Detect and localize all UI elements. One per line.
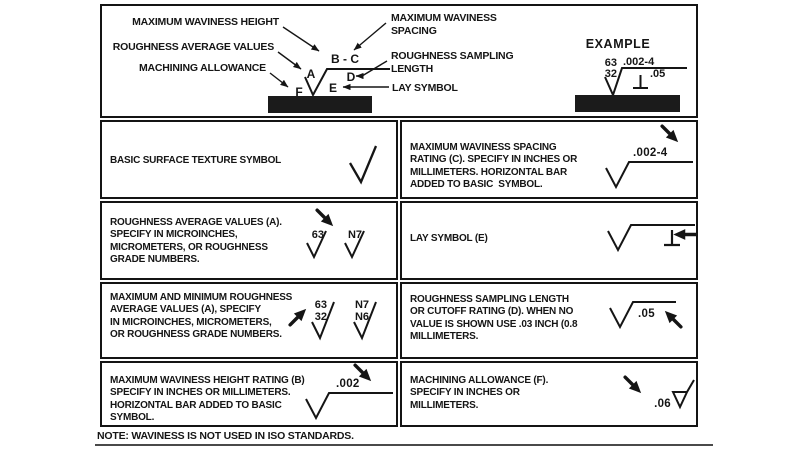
cell-text: BASIC SURFACE TEXTURE SYMBOL (110, 155, 282, 166)
pointer-arrow-icon (288, 308, 307, 327)
label-max-waviness-spacing-1: MAXIMUM WAVINESS (391, 12, 497, 24)
cell-text: MAXIMUM WAVINESS SPACING RATING (C). SPE… (410, 142, 578, 191)
example-surface-symbol (604, 67, 687, 98)
cell-lay-symbol: LAY SYMBOL (E) (400, 201, 698, 280)
example-min-roughness: 32 (605, 68, 617, 80)
min-max-roughness-symbol-63-32: 63 32 (311, 299, 335, 341)
label-max-waviness-spacing-2: SPACING (391, 25, 437, 37)
cell-waviness-height: MAXIMUM WAVINESS HEIGHT RATING (B) SPECI… (100, 361, 398, 427)
basic-surface-symbol (349, 145, 378, 185)
max-grade-value: N7 (355, 299, 369, 311)
example-title: EXAMPLE (586, 37, 651, 51)
label-machining-allowance: MACHINING ALLOWANCE (139, 62, 266, 74)
lay-symbol-example (607, 224, 695, 253)
letter-e: E (329, 81, 337, 95)
bottom-rule (95, 444, 713, 446)
note-text: NOTE: WAVINESS IS NOT USED IN ISO STANDA… (97, 430, 354, 442)
allowance-value: .06 (654, 398, 671, 410)
letter-d: D (347, 70, 356, 84)
max-roughness-value: 63 (315, 299, 327, 311)
cell-min-max-roughness: MAXIMUM AND MINIMUM ROUGHNESS AVERAGE VA… (100, 282, 398, 359)
pointer-arrow-icon (353, 363, 372, 382)
cell-waviness-spacing: MAXIMUM WAVINESS SPACING RATING (C). SPE… (400, 120, 698, 199)
min-grade-value: N6 (355, 311, 369, 323)
roughness-value-symbol-n7: N7 (344, 229, 365, 260)
machining-allowance-symbol: .06 (654, 379, 695, 410)
letter-f: F (295, 85, 302, 99)
symbol-table: BASIC SURFACE TEXTURE SYMBOL MAXIMUM WAV… (100, 120, 698, 427)
cell-sampling-length: ROUGHNESS SAMPLING LENGTH OR CUTOFF RATI… (400, 282, 698, 359)
surface-texture-symbol (304, 68, 390, 98)
example-cutoff-rating: .05 (650, 68, 665, 80)
sampling-length-symbol: .05 (609, 301, 676, 330)
cell-text: MAXIMUM AND MINIMUM ROUGHNESS AVERAGE VA… (110, 292, 293, 341)
letter-a: A (307, 67, 316, 81)
label-roughness-sampling-1: ROUGHNESS SAMPLING (391, 50, 513, 62)
pointer-arrow-icon (315, 208, 334, 227)
pointer-arrow-icon (664, 310, 683, 329)
letter-b-c: B - C (331, 52, 359, 66)
pointer-arrow-icon (673, 229, 698, 240)
pointer-arrow-icon (623, 375, 642, 394)
label-lay-symbol: LAY SYMBOL (392, 82, 458, 94)
cell-text: ROUGHNESS SAMPLING LENGTH OR CUTOFF RATI… (410, 294, 578, 343)
pointer-arrow-icon (660, 124, 679, 143)
cell-text: ROUGHNESS AVERAGE VALUES (A). SPECIFY IN… (110, 217, 282, 266)
example-waviness-rating: .002-4 (623, 56, 655, 68)
leader-arrow-icons (269, 22, 389, 91)
waviness-height-symbol: .002 (305, 378, 393, 421)
workpiece-surface-bar (268, 96, 372, 113)
roughness-value-symbol-63: 63 (306, 229, 327, 260)
cell-text: MACHINING ALLOWANCE (F). SPECIFY IN INCH… (410, 375, 549, 411)
cell-machining-allowance: MACHINING ALLOWANCE (F). SPECIFY IN INCH… (400, 361, 698, 427)
legend-diagram-panel: MAXIMUM WAVINESS HEIGHT ROUGHNESS AVERAG… (100, 4, 698, 118)
min-roughness-value: 32 (315, 311, 327, 323)
roughness-value: 63 (312, 229, 324, 241)
label-max-waviness-height: MAXIMUM WAVINESS HEIGHT (132, 16, 280, 28)
cutoff-value: .05 (638, 308, 655, 320)
cell-basic-symbol: BASIC SURFACE TEXTURE SYMBOL (100, 120, 398, 199)
waviness-spacing-value: .002-4 (633, 147, 668, 159)
lay-perpendicular-icon (633, 75, 648, 89)
waviness-height-value: .002 (336, 378, 360, 390)
roughness-grade: N7 (348, 229, 362, 241)
cell-text: LAY SYMBOL (E) (410, 233, 488, 244)
waviness-spacing-symbol: .002-4 (605, 147, 693, 190)
example-max-roughness: 63 (605, 57, 617, 69)
example-workpiece-bar (575, 95, 680, 112)
cell-text: MAXIMUM WAVINESS HEIGHT RATING (B) SPECI… (110, 375, 305, 424)
label-roughness-average-values: ROUGHNESS AVERAGE VALUES (113, 41, 274, 53)
cell-roughness-average: ROUGHNESS AVERAGE VALUES (A). SPECIFY IN… (100, 201, 398, 280)
surface-symbol-diagram: MAXIMUM WAVINESS HEIGHT ROUGHNESS AVERAG… (113, 12, 687, 113)
min-max-roughness-symbol-n7-n6: N7 N6 (353, 299, 377, 341)
label-roughness-sampling-2: LENGTH (391, 63, 433, 75)
lay-perpendicular-icon (664, 230, 680, 247)
